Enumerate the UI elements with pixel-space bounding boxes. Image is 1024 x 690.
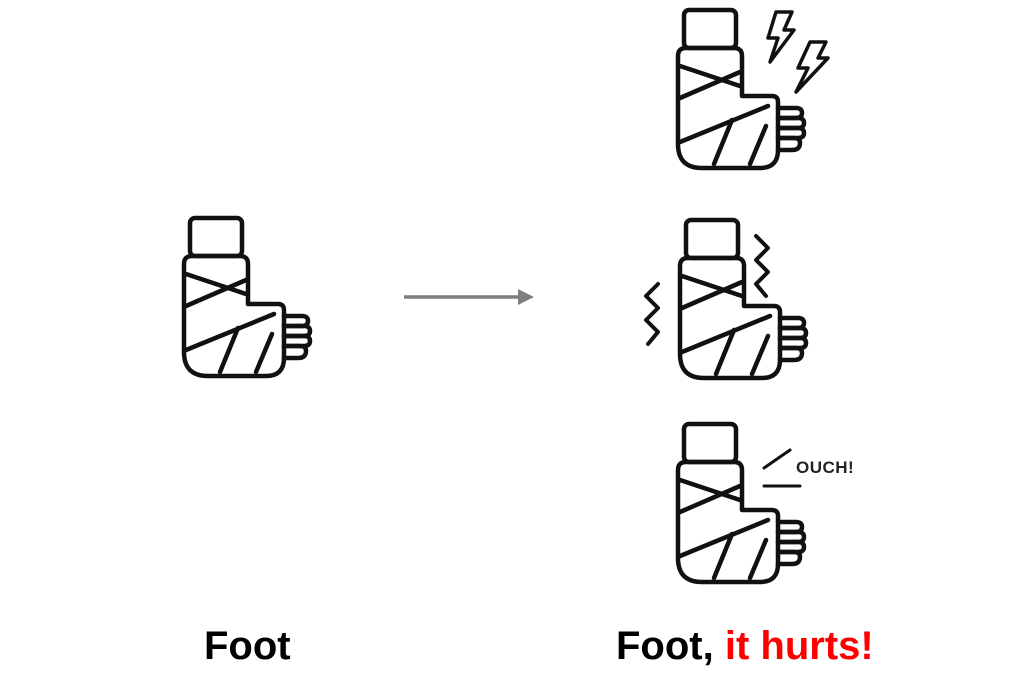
shaking-lines-icon bbox=[644, 282, 660, 346]
left-caption: Foot bbox=[204, 624, 291, 668]
variant-pain-lightning bbox=[674, 10, 844, 172]
variant-pain-shaking bbox=[640, 220, 820, 384]
ouch-text: OUCH! bbox=[796, 458, 855, 477]
right-caption: Foot, it hurts! bbox=[616, 624, 874, 669]
lightning-bolts-icon bbox=[766, 10, 830, 94]
right-caption-prefix: Foot, bbox=[616, 624, 725, 668]
bandaged-foot-icon bbox=[180, 218, 320, 380]
bandaged-foot-icon bbox=[676, 220, 816, 382]
variant-pain-ouch: OUCH! bbox=[674, 424, 874, 588]
right-arrow-icon bbox=[404, 289, 534, 305]
right-caption-emphasis: it hurts! bbox=[724, 624, 874, 668]
speech-lines-icon bbox=[762, 448, 802, 488]
shaking-lines-icon bbox=[754, 234, 770, 298]
